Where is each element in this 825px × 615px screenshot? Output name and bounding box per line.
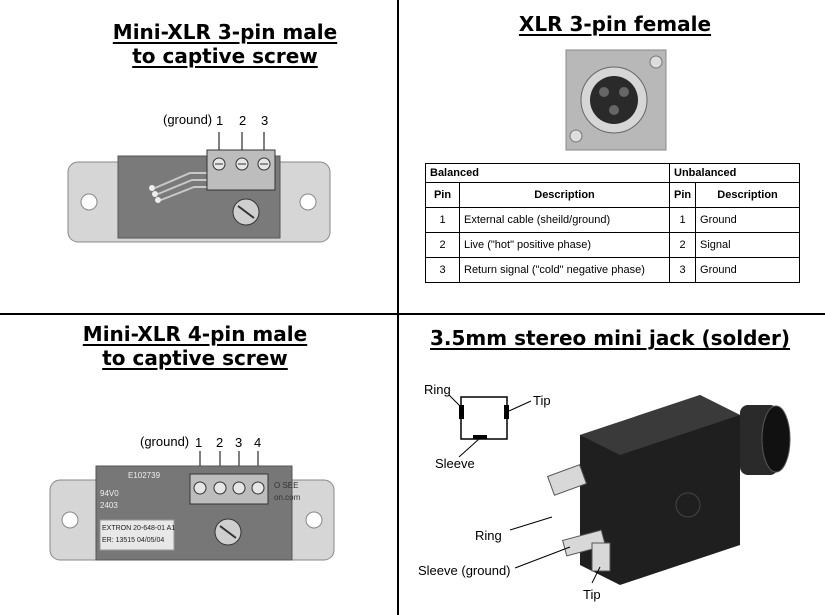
photo-ring-leader: [509, 516, 553, 531]
mini-xlr-4pin-pin-4: 4: [254, 435, 262, 450]
photo-ring-label: Ring: [475, 528, 502, 543]
photo-sleeve-leader: [514, 546, 571, 569]
terminal-screw-2: [213, 481, 227, 495]
unbalanced-pin-col-header: Pin: [669, 182, 697, 208]
board-text-url: on.com: [274, 493, 301, 502]
table-row: 1 External cable (sheild/ground) 1 Groun…: [425, 207, 801, 233]
terminal-screw-3: [232, 481, 246, 495]
mini-xlr-4pin-pin-1: 1: [195, 435, 203, 450]
terminal-screw-1: [193, 481, 207, 495]
mini-jack-title: 3.5mm stereo mini jack (solder): [415, 326, 805, 350]
mini-xlr-3pin-connector-photo: [67, 132, 331, 243]
mini-xlr-4pin-title-line2: to captive screw: [102, 346, 288, 370]
mount-hole-left: [80, 193, 98, 211]
xlr-female-photo: [565, 49, 667, 151]
schematic-ring-contact: [459, 405, 464, 419]
schematic-ring-label: Ring: [424, 382, 451, 397]
balanced-description: Live ("hot" positive phase): [458, 232, 671, 258]
schematic-outline: [460, 396, 508, 440]
solder-lug-ring: [546, 464, 588, 496]
mini-xlr-3pin-title-line1: Mini-XLR 3-pin male: [112, 20, 338, 44]
mini-xlr-3pin-ground-label: (ground): [163, 112, 213, 127]
mini-xlr-3pin-title-line2: to captive screw: [132, 44, 318, 68]
solder-pad-2: [152, 191, 158, 197]
horizontal-divider: [0, 313, 825, 315]
schematic-tip-contact: [504, 405, 509, 419]
schematic-tip-label: Tip: [533, 393, 551, 408]
balanced-header: Balanced: [424, 163, 671, 183]
balanced-pin: 2: [425, 232, 460, 258]
jack-body-top: [580, 395, 740, 455]
unbalanced-pin: 1: [669, 207, 697, 233]
photo-tip-leader: [591, 566, 601, 584]
mini-xlr-3pin-pin-3: 3: [261, 113, 269, 128]
mini-xlr-4pin-title-line1: Mini-XLR 4-pin male: [82, 322, 308, 346]
xlr-pin-table: Balanced Unbalanced Pin Description Pin …: [424, 163, 801, 283]
balanced-description: Return signal ("cold" negative phase): [458, 257, 671, 283]
mini-xlr-4pin-pin-3: 3: [235, 435, 243, 450]
photo-sleeve-label: Sleeve (ground): [418, 563, 511, 578]
board-text-extron: EXTRON 20-648-01 A1: [102, 525, 175, 532]
balanced-pin: 1: [425, 207, 460, 233]
board-text-er: ER: 13515 04/05/04: [102, 537, 164, 544]
mini-xlr-4pin-ground-label: (ground): [140, 434, 190, 449]
schematic-sleeve-label: Sleeve: [435, 456, 475, 471]
solder-pad-1: [149, 185, 155, 191]
mini-xlr-4pin-title: Mini-XLR 4-pin male to captive screw: [30, 322, 360, 370]
ring-leader: [448, 394, 462, 408]
solder-pad-3: [155, 197, 161, 203]
pcb-label-sticker: [99, 519, 175, 551]
mini-jack-photo: [509, 395, 791, 585]
schematic-sleeve-contact: [473, 435, 487, 439]
mount-hole-right: [299, 193, 317, 211]
mount-hole-right: [305, 511, 323, 529]
jack-logo: [675, 492, 701, 518]
xlr-female-title: XLR 3-pin female: [420, 12, 810, 36]
board-text-e102739: E102739: [128, 471, 161, 480]
xlr-contact-3: [609, 105, 619, 115]
balanced-pin: 3: [425, 257, 460, 283]
mini-jack-schematic: [448, 394, 532, 458]
mini-xlr-4pin-connector-photo: E102739 94V0 2403 EXTRON 20-648-01 A1 ER…: [49, 451, 335, 561]
table-row: 2 Live ("hot" positive phase) 2 Signal: [425, 232, 801, 258]
mini-xlr-3pin-pin-2: 2: [239, 113, 247, 128]
unbalanced-description-col-header: Description: [695, 182, 801, 208]
xlr-female-title-text: XLR 3-pin female: [518, 12, 712, 36]
xlr-contact-2: [619, 87, 629, 97]
xlr-screw-bottom: [569, 129, 583, 143]
unbalanced-pin: 2: [669, 232, 697, 258]
mount-hole-left: [61, 511, 79, 529]
unbalanced-pin: 3: [669, 257, 697, 283]
xlr-screw-top: [649, 55, 663, 69]
tip-leader: [508, 400, 532, 412]
unbalanced-description: Ground: [695, 207, 801, 233]
unbalanced-header: Unbalanced: [669, 163, 801, 183]
mini-xlr-3pin-title: Mini-XLR 3-pin male to captive screw: [60, 20, 390, 68]
xlr-socket: [590, 76, 638, 124]
vertical-divider: [397, 0, 399, 615]
mini-xlr-4pin-pin-2: 2: [216, 435, 224, 450]
balanced-description: External cable (sheild/ground): [458, 207, 671, 233]
unbalanced-description: Signal: [695, 232, 801, 258]
balanced-description-col-header: Description: [458, 182, 671, 208]
table-row: 3 Return signal ("cold" negative phase) …: [425, 257, 801, 283]
solder-lug-sleeve: [561, 529, 607, 557]
board-text-94v0: 94V0: [100, 489, 119, 498]
sleeve-leader: [458, 438, 480, 458]
board-text-2403: 2403: [100, 501, 118, 510]
mini-xlr-3pin-pin-1: 1: [216, 113, 224, 128]
board-text-see: O SEE: [274, 481, 298, 490]
jack-opening: [761, 405, 791, 473]
photo-tip-label: Tip: [583, 587, 601, 602]
mini-jack-title-text: 3.5mm stereo mini jack (solder): [430, 326, 790, 350]
xlr-contact-1: [599, 87, 609, 97]
solder-lug-tip: [591, 542, 611, 572]
balanced-pin-col-header: Pin: [425, 182, 460, 208]
terminal-screw-4: [251, 481, 265, 495]
unbalanced-description: Ground: [695, 257, 801, 283]
